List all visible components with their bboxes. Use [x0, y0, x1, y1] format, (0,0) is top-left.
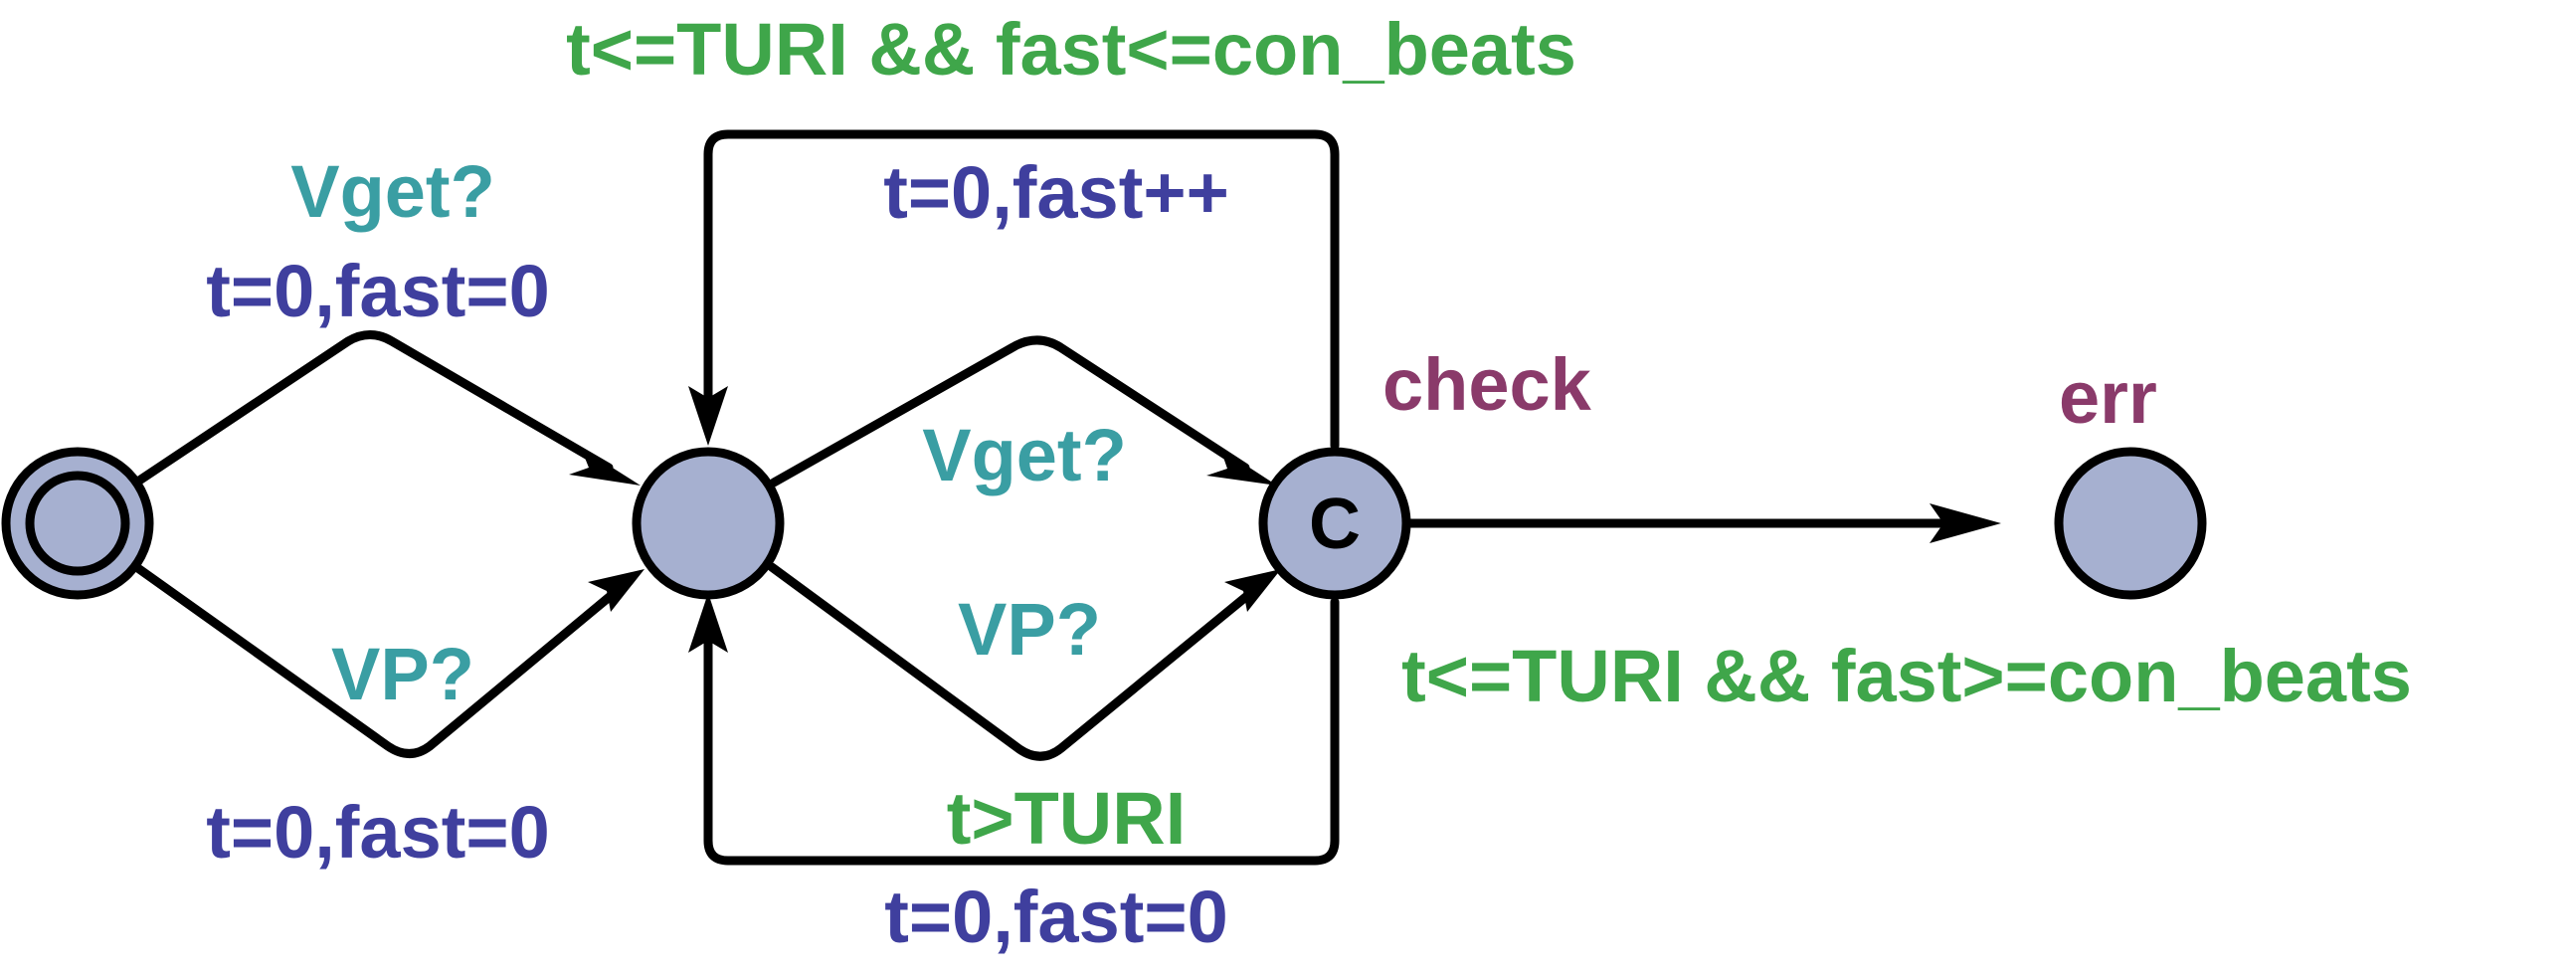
update-label: t=0,fast=0: [206, 250, 550, 332]
location-check: C: [1258, 447, 1411, 600]
sync-label: Vget?: [290, 150, 495, 233]
edge-check-to-wait-top: [688, 129, 1340, 451]
update-label: t=0,fast++: [883, 151, 1229, 234]
sync-label: Vget?: [922, 414, 1127, 496]
edge-init-to-wait-top: [134, 330, 641, 486]
edge-check-to-wait-bottom: [688, 593, 1340, 866]
arrowhead: [569, 448, 641, 486]
edge-check-to-err: [1401, 503, 2001, 543]
initial-marker-ring: [25, 471, 130, 576]
location-wait: [632, 447, 785, 600]
arrowhead: [688, 386, 728, 446]
location-name-check: check: [1382, 343, 1592, 426]
guard-label: t<=TURI && fast<=con_beats: [566, 8, 1576, 91]
location-name-err: err: [2059, 356, 2157, 439]
arrowhead: [1930, 503, 2001, 543]
update-label: t=0,fast=0: [206, 791, 550, 874]
arrowhead: [1224, 569, 1281, 612]
update-label: t=0,fast=0: [884, 876, 1228, 958]
arrowhead: [588, 569, 644, 612]
edge-wait-to-check-bottom: [767, 562, 1281, 761]
sync-label: VP?: [958, 588, 1101, 671]
committed-marker: C: [1309, 485, 1361, 564]
arrowhead: [1206, 449, 1277, 486]
arrowhead: [688, 593, 728, 653]
location-err: [2054, 447, 2207, 600]
sync-label: VP?: [331, 633, 474, 715]
location-initial: [1, 447, 154, 600]
guard-label: t>TURI: [947, 777, 1187, 860]
edge-wait-to-check-top: [769, 335, 1277, 488]
guard-label: t<=TURI && fast>=con_beats: [1401, 635, 2412, 717]
edge-init-to-wait-bottom: [134, 564, 644, 758]
